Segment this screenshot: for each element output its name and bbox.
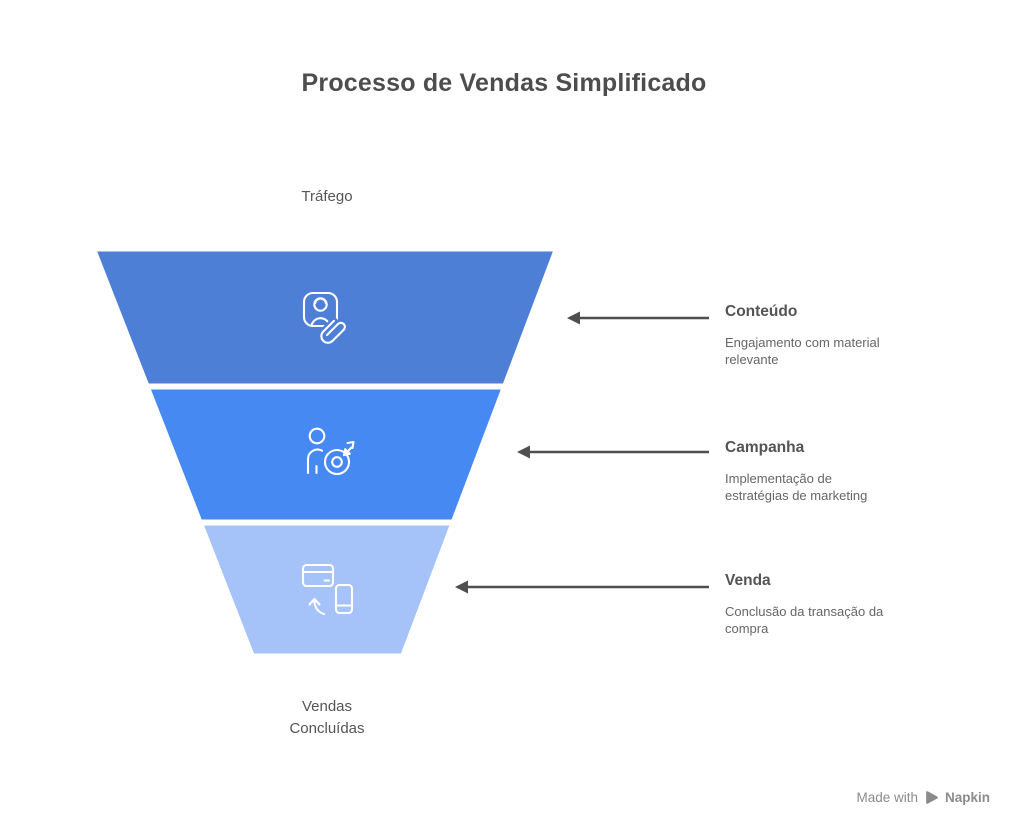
annotation-conteudo: Conteúdo Engajamento com material releva… — [725, 303, 915, 368]
card-phone-transfer-icon — [301, 563, 354, 616]
arrow-conteudo — [567, 311, 709, 325]
funnel-bottom-label: Vendas Concluídas — [289, 698, 365, 737]
arrow-venda — [455, 580, 709, 594]
watermark-brand-text: Napkin — [944, 790, 990, 805]
arrow-campanha — [517, 445, 709, 459]
user-attachment-icon — [302, 291, 349, 347]
annotation-venda-description: Conclusão da transação da compra — [725, 604, 884, 636]
annotation-venda: Venda Conclusão da transação da compra — [725, 572, 915, 637]
annotation-conteudo-description: Engajamento com material relevante — [725, 335, 880, 367]
funnel-top-label: Tráfego — [301, 188, 353, 205]
annotation-conteudo-title: Conteúdo — [725, 303, 798, 320]
annotation-campanha-title: Campanha — [725, 439, 805, 456]
annotation-campanha: Campanha Implementação de estratégias de… — [725, 439, 915, 504]
page-title: Processo de Vendas Simplificado — [301, 69, 707, 97]
annotation-venda-title: Venda — [725, 572, 771, 589]
annotation-campanha-description: Implementação de estratégias de marketin… — [725, 471, 868, 503]
funnel-stage-3-shape — [200, 522, 453, 657]
napkin-logo-icon — [926, 791, 938, 804]
funnel-stage-1-shape — [93, 248, 557, 387]
watermark-made-with-text: Made with — [856, 790, 918, 805]
user-target-icon — [306, 427, 355, 478]
napkin-watermark[interactable]: Made with Napkin — [856, 790, 990, 805]
